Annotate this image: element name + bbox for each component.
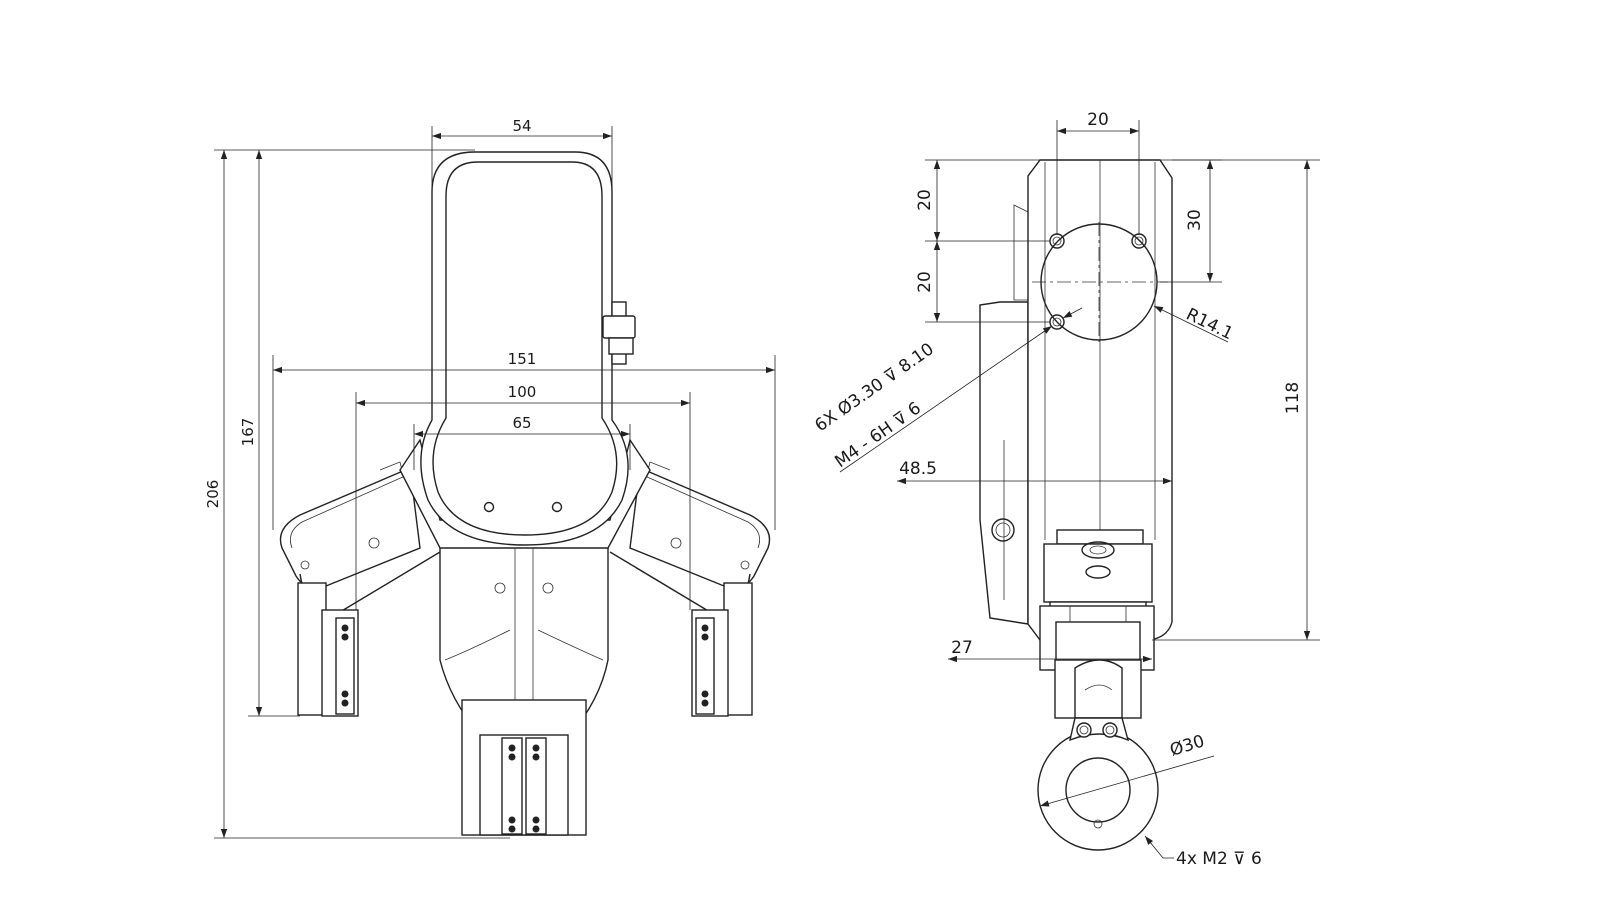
dim-r14-1: R14.1 — [1183, 305, 1236, 345]
dim-54: 54 — [512, 117, 531, 135]
front-dimensions: 54 151 100 65 206 167 — [204, 117, 776, 839]
right-finger — [609, 461, 771, 717]
palm-body — [420, 151, 629, 546]
front-view: 54 151 100 65 206 167 — [204, 117, 776, 839]
dim-151: 151 — [508, 350, 537, 368]
dim-167: 167 — [239, 418, 257, 447]
side-view: 20 20 20 30 118 R14.1 6X Ø — [811, 110, 1320, 869]
dim-d30: Ø30 — [1168, 731, 1207, 760]
dim-100: 100 — [508, 383, 537, 401]
dim-20-vertical-b: 20 — [915, 271, 935, 293]
center-finger — [439, 544, 609, 836]
dim-27: 27 — [951, 638, 973, 658]
dim-118: 118 — [1283, 382, 1303, 414]
note-holes: 6X Ø3.30 ⊽ 8.10 — [811, 339, 937, 436]
side-knob — [602, 301, 636, 365]
dim-20-vertical-a: 20 — [915, 189, 935, 211]
dim-30: 30 — [1185, 209, 1205, 231]
dim-65: 65 — [512, 414, 531, 432]
dim-20-top: 20 — [1087, 110, 1109, 130]
wrist-block — [1039, 529, 1155, 671]
left-finger — [279, 461, 441, 717]
side-knob-round — [991, 518, 1015, 542]
wrist-ring — [1037, 659, 1159, 851]
dim-206: 206 — [204, 480, 222, 509]
note-screws: 4x M2 ⊽ 6 — [1176, 849, 1262, 869]
dim-48-5: 48.5 — [899, 459, 937, 479]
